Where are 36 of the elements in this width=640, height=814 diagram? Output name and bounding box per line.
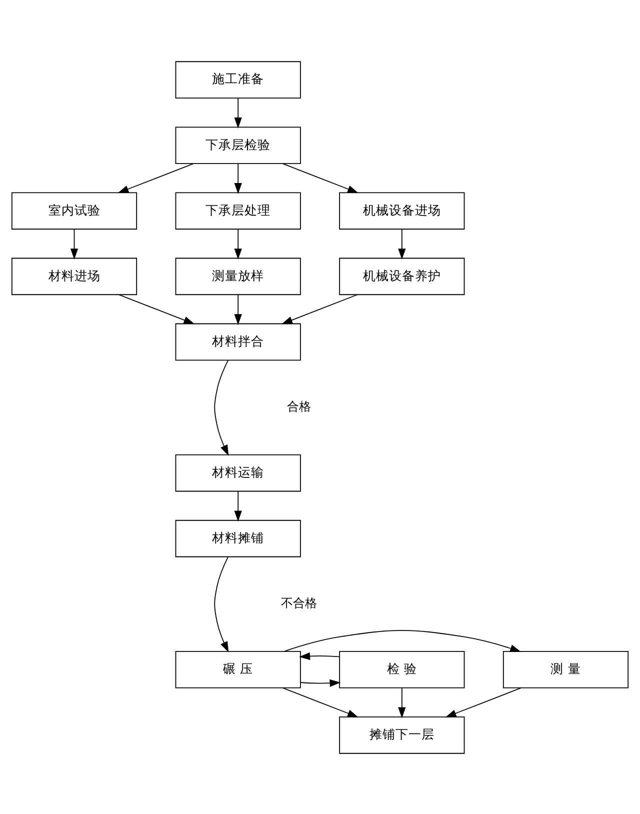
node-box: 下承层检验 [175,126,301,164]
arrow [300,678,341,686]
arrow [234,97,242,128]
arrow [70,228,78,260]
arrow [214,359,229,456]
arrow [214,556,229,652]
node-box: 材料摊铺 [175,519,301,557]
node-box: 施工准备 [175,60,301,98]
node-box: 测量放样 [175,257,301,295]
arrow [234,162,242,194]
arrow [398,687,406,718]
arrow [282,294,358,324]
node-box: 测 量 [502,650,629,688]
label: 合格 [287,399,312,414]
arrow [398,228,406,260]
node-box: 机械设备进场 [339,192,465,230]
arrow [118,294,195,324]
arrow [299,652,340,660]
node-box: 材料运输 [175,454,301,492]
arrow [234,294,242,325]
arrow [234,490,242,522]
arrow [284,629,522,652]
arrow [445,687,522,717]
node-box: 碾 压 [175,650,301,688]
node-box: 检 验 [339,650,465,688]
arrow [282,162,358,193]
arrow [234,228,242,260]
node-box: 下承层处理 [175,192,301,230]
node-box: 室内试验 [11,192,138,230]
node-box: 摊铺下一层 [339,716,465,754]
node-box: 机械设备养护 [339,257,465,295]
node-box: 材料进场 [11,257,138,295]
node-box: 材料拌合 [175,322,301,360]
label: 不合格 [281,596,318,610]
arrow [282,687,358,717]
arrow [118,162,194,193]
